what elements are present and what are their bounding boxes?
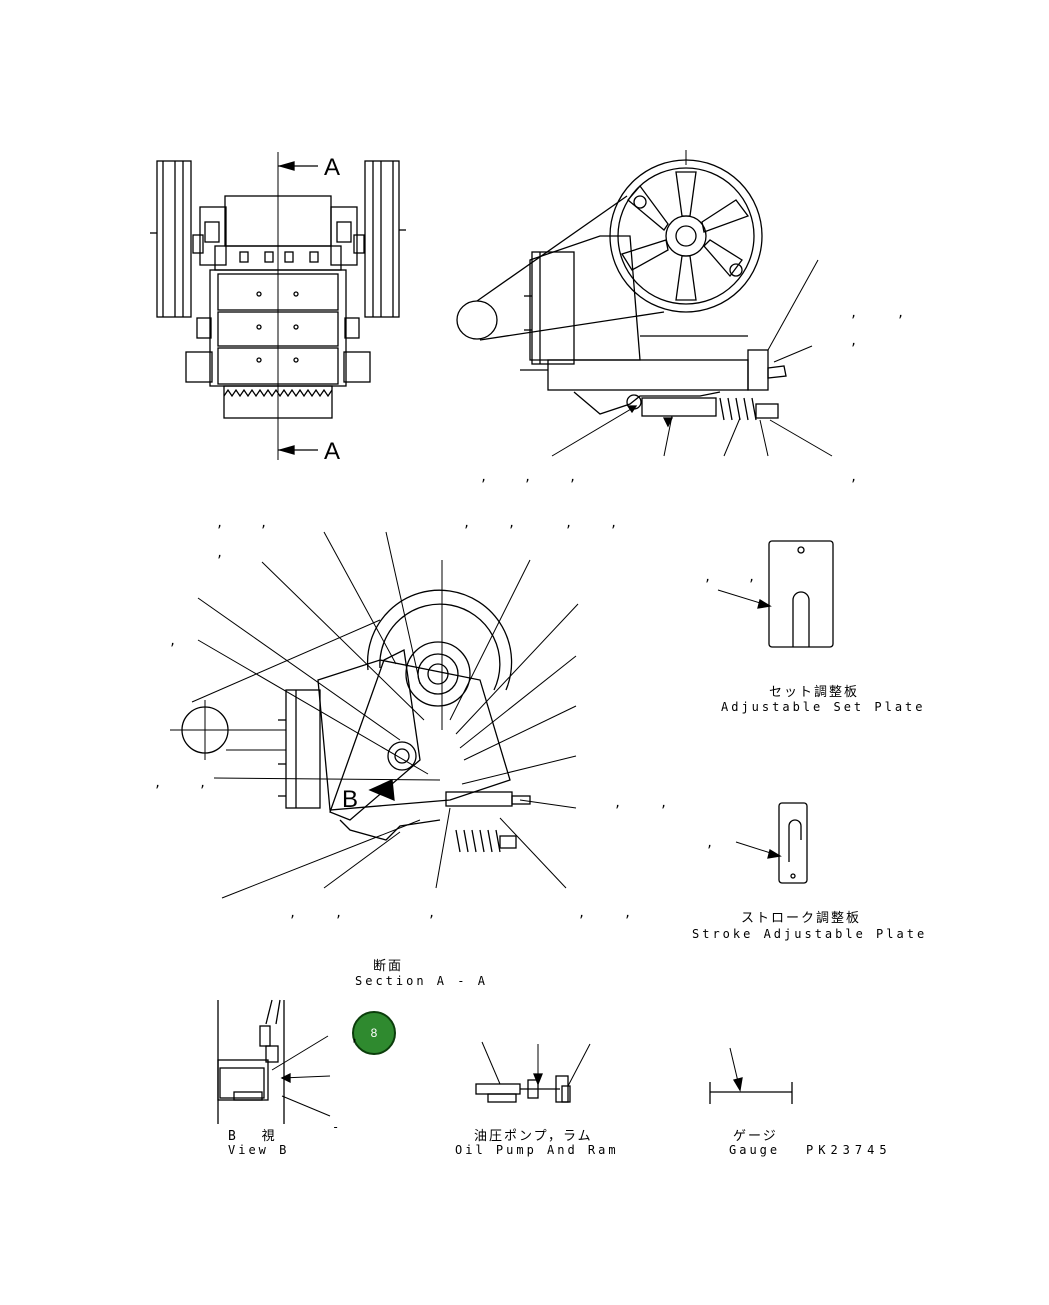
set-plate-title-en: Adjustable Set Plate <box>721 700 926 714</box>
callout-separator: , <box>216 516 224 530</box>
callout-separator: , <box>748 570 756 584</box>
stroke-plate-title-jp: ストローク調整板 <box>741 911 862 926</box>
oil-pump-title-jp: 油圧ポンプ，ラム <box>474 1129 593 1144</box>
drawing-number: PK23745 <box>806 1143 892 1157</box>
gauge-title-en: Gauge <box>729 1143 781 1157</box>
callout-separator: , <box>199 776 207 790</box>
oil-pump-drawing <box>475 1041 591 1103</box>
callout-separator: , <box>335 906 343 920</box>
adjustable-set-plate <box>717 540 834 648</box>
view-b-marker: B <box>342 786 359 813</box>
callout-separator: , <box>524 470 532 484</box>
callout-separator: , <box>169 634 177 648</box>
callout-separator: , <box>850 470 858 484</box>
stroke-plate-title-en: Stroke Adjustable Plate <box>692 927 928 941</box>
gauge-drawing <box>709 1047 793 1104</box>
callout-separator: , <box>850 306 858 320</box>
callout-separator: , <box>428 906 436 920</box>
callout-separator: , <box>154 776 162 790</box>
view-b-title-en: View B <box>228 1143 290 1157</box>
callout-separator: , <box>463 516 471 530</box>
callout-separator: , <box>508 516 516 530</box>
item-count-badge[interactable]: 8 <box>352 1011 396 1055</box>
callout-separator: , <box>565 516 573 530</box>
section-marker-bottom: A <box>324 438 341 465</box>
section-marker-top: A <box>324 154 341 181</box>
callout-separator: , <box>706 836 714 850</box>
section-view <box>170 531 579 899</box>
callout-separator: , <box>660 796 668 810</box>
callout-separator: , <box>704 570 712 584</box>
callout-separator: , <box>216 546 224 560</box>
front-view <box>150 152 406 460</box>
section-title-en: Section A - A <box>355 974 488 988</box>
stroke-adjustable-plate <box>735 802 808 884</box>
callout-separator: , <box>351 1030 359 1044</box>
callout-separator: , <box>260 516 268 530</box>
view-b-title-jp: B 視 <box>228 1129 277 1144</box>
item-count-badge-label: 8 <box>370 1026 378 1040</box>
side-view <box>456 150 833 457</box>
callout-separator: , <box>289 906 297 920</box>
set-plate-title-jp: セット調整板 <box>769 685 860 700</box>
callout-separator: , <box>480 470 488 484</box>
callout-separator: , <box>897 306 905 320</box>
callout-separator: , <box>578 906 586 920</box>
callout-separator: , <box>624 906 632 920</box>
callout-separator: , <box>614 796 622 810</box>
callout-separator: , <box>569 470 577 484</box>
callout-separator: , <box>850 334 858 348</box>
oil-pump-title-en: Oil Pump And Ram <box>455 1143 619 1157</box>
view-b-dash: - <box>332 1120 343 1134</box>
view-b-drawing <box>217 999 331 1124</box>
gauge-title-jp: ゲージ <box>733 1129 778 1144</box>
callout-separator: , <box>610 516 618 530</box>
section-title-jp: 断面 <box>373 959 404 974</box>
